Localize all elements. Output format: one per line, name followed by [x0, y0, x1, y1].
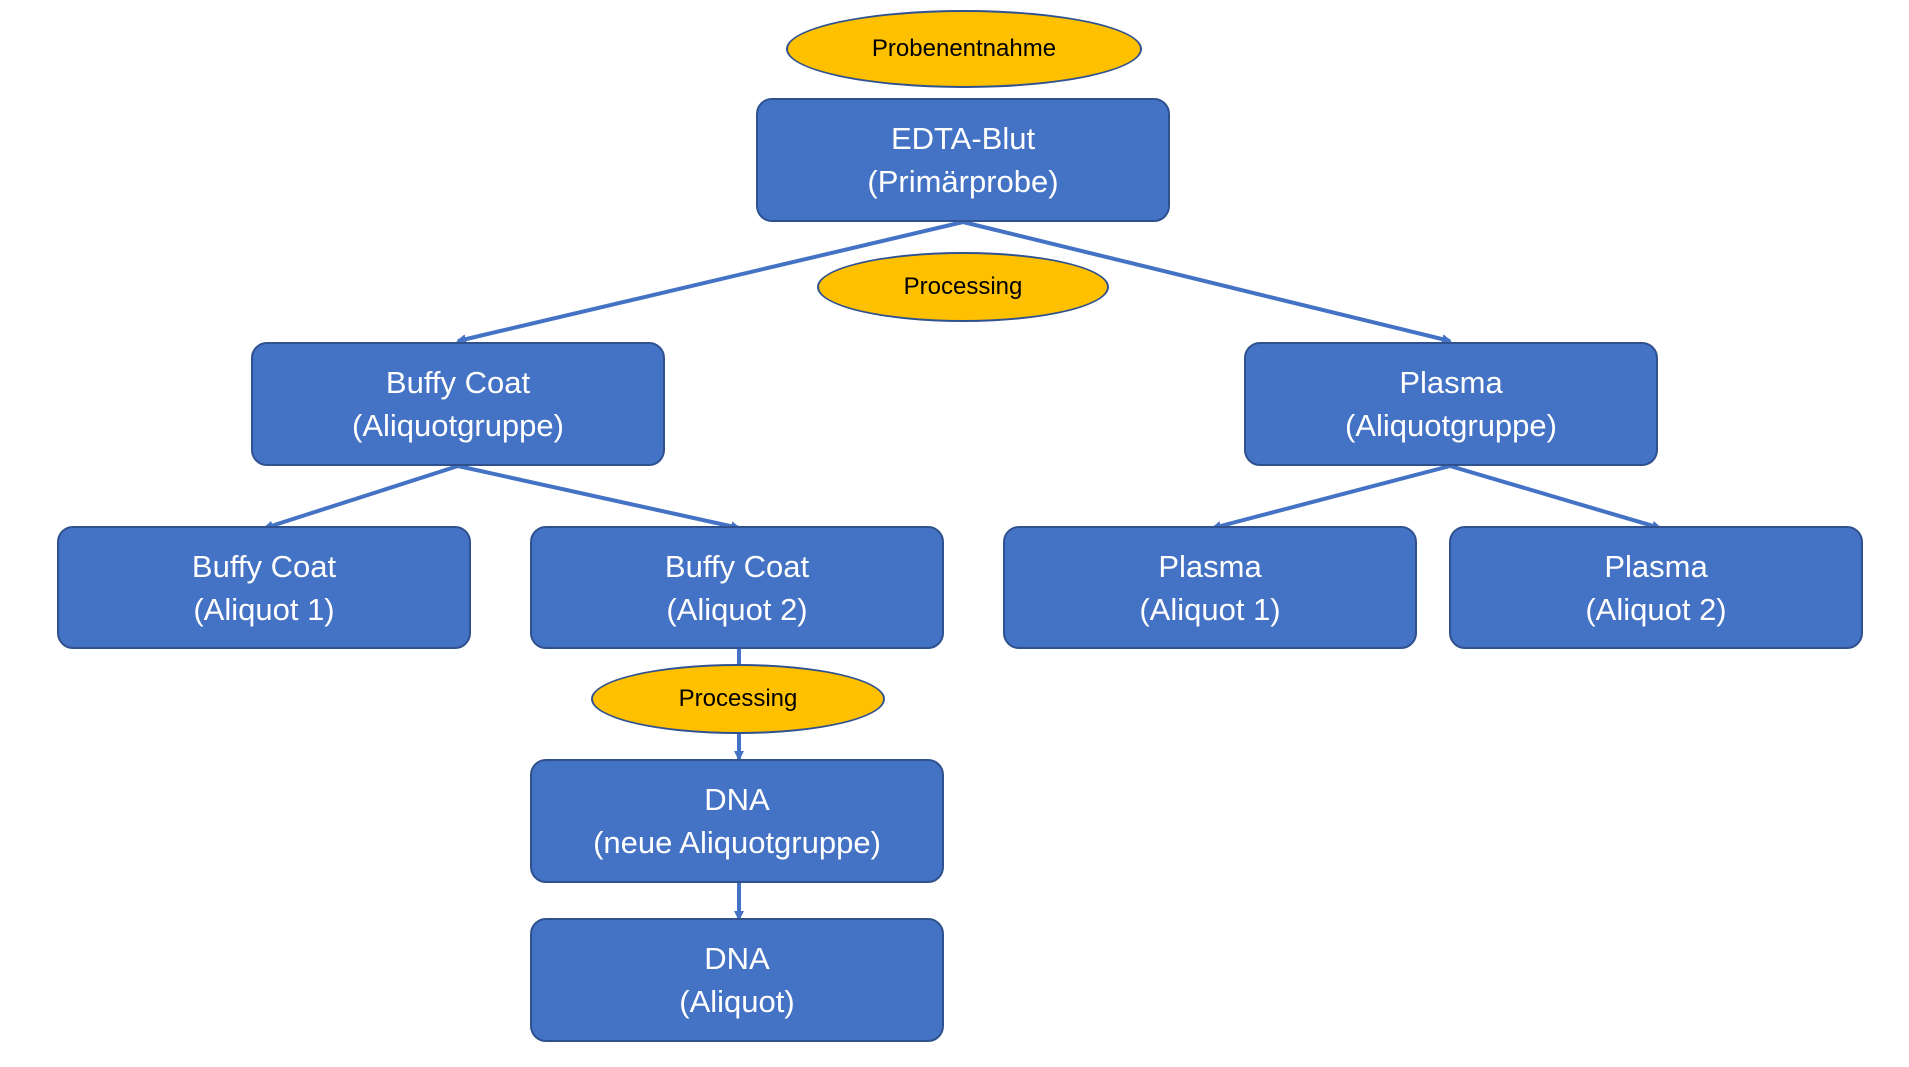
node-buffy-coat-aliquot-1-subtitle: (Aliquot 1): [193, 591, 335, 627]
node-dna-group-title: DNA: [704, 782, 770, 817]
node-plasma-group-subtitle: (Aliquotgruppe): [1345, 408, 1557, 443]
node-edta-blut-subtitle: (Primärprobe): [867, 164, 1059, 199]
node-plasma-aliquot-2-title: Plasma: [1604, 548, 1708, 584]
edge-edta-to-plasma-group: [962, 220, 1452, 344]
node-dna-aliquot-title: DNA: [704, 941, 770, 976]
node-dna-group: DNA (neue Aliquotgruppe): [530, 759, 944, 883]
node-buffy-coat-aliquot-2-title: Buffy Coat: [664, 548, 810, 584]
node-plasma-group: Plasma (Aliquotgruppe): [1244, 342, 1658, 466]
node-buffy-coat-aliquot-1: Buffy Coat (Aliquot 1): [57, 526, 471, 649]
edge-plasma-group-to-aliquot2: [1449, 464, 1662, 531]
step-processing-top-label: Processing: [903, 273, 1023, 300]
node-plasma-aliquot-2-subtitle: (Aliquot 2): [1585, 591, 1727, 627]
step-processing-top: Processing: [817, 252, 1109, 322]
node-dna-group-subtitle: (neue Aliquotgruppe): [593, 825, 881, 860]
node-dna-aliquot-subtitle: (Aliquot): [679, 984, 795, 1019]
edge-plasma-group-to-aliquot1: [1211, 464, 1451, 531]
edge-buffy-group-to-aliquot2: [457, 464, 741, 532]
node-plasma-aliquot-2: Plasma (Aliquot 2): [1449, 526, 1863, 649]
node-buffy-coat-group: Buffy Coat (Aliquotgruppe): [251, 342, 665, 466]
edge-buffy-group-to-aliquot1: [263, 464, 459, 531]
step-processing-bottom: Processing: [591, 664, 885, 734]
step-processing-bottom-label: Processing: [678, 685, 798, 712]
node-buffy-coat-aliquot-2-subtitle: (Aliquot 2): [666, 591, 808, 627]
node-plasma-aliquot-1-title: Plasma: [1158, 548, 1262, 584]
node-plasma-group-title: Plasma: [1399, 365, 1503, 400]
step-probenentnahme-label: Probenentnahme: [871, 35, 1057, 62]
step-probenentnahme: Probenentnahme: [786, 10, 1142, 88]
node-edta-blut-title: EDTA-Blut: [890, 121, 1036, 156]
node-buffy-coat-aliquot-1-title: Buffy Coat: [191, 548, 337, 584]
node-dna-aliquot: DNA (Aliquot): [530, 918, 944, 1042]
node-buffy-coat-group-title: Buffy Coat: [385, 365, 531, 400]
edge-edta-to-buffy-group: [456, 220, 964, 345]
node-buffy-coat-aliquot-2: Buffy Coat (Aliquot 2): [530, 526, 944, 649]
node-plasma-aliquot-1: Plasma (Aliquot 1): [1003, 526, 1417, 649]
node-plasma-aliquot-1-subtitle: (Aliquot 1): [1139, 591, 1281, 627]
node-buffy-coat-group-subtitle: (Aliquotgruppe): [352, 408, 564, 443]
node-edta-blut: EDTA-Blut (Primärprobe): [756, 98, 1170, 222]
